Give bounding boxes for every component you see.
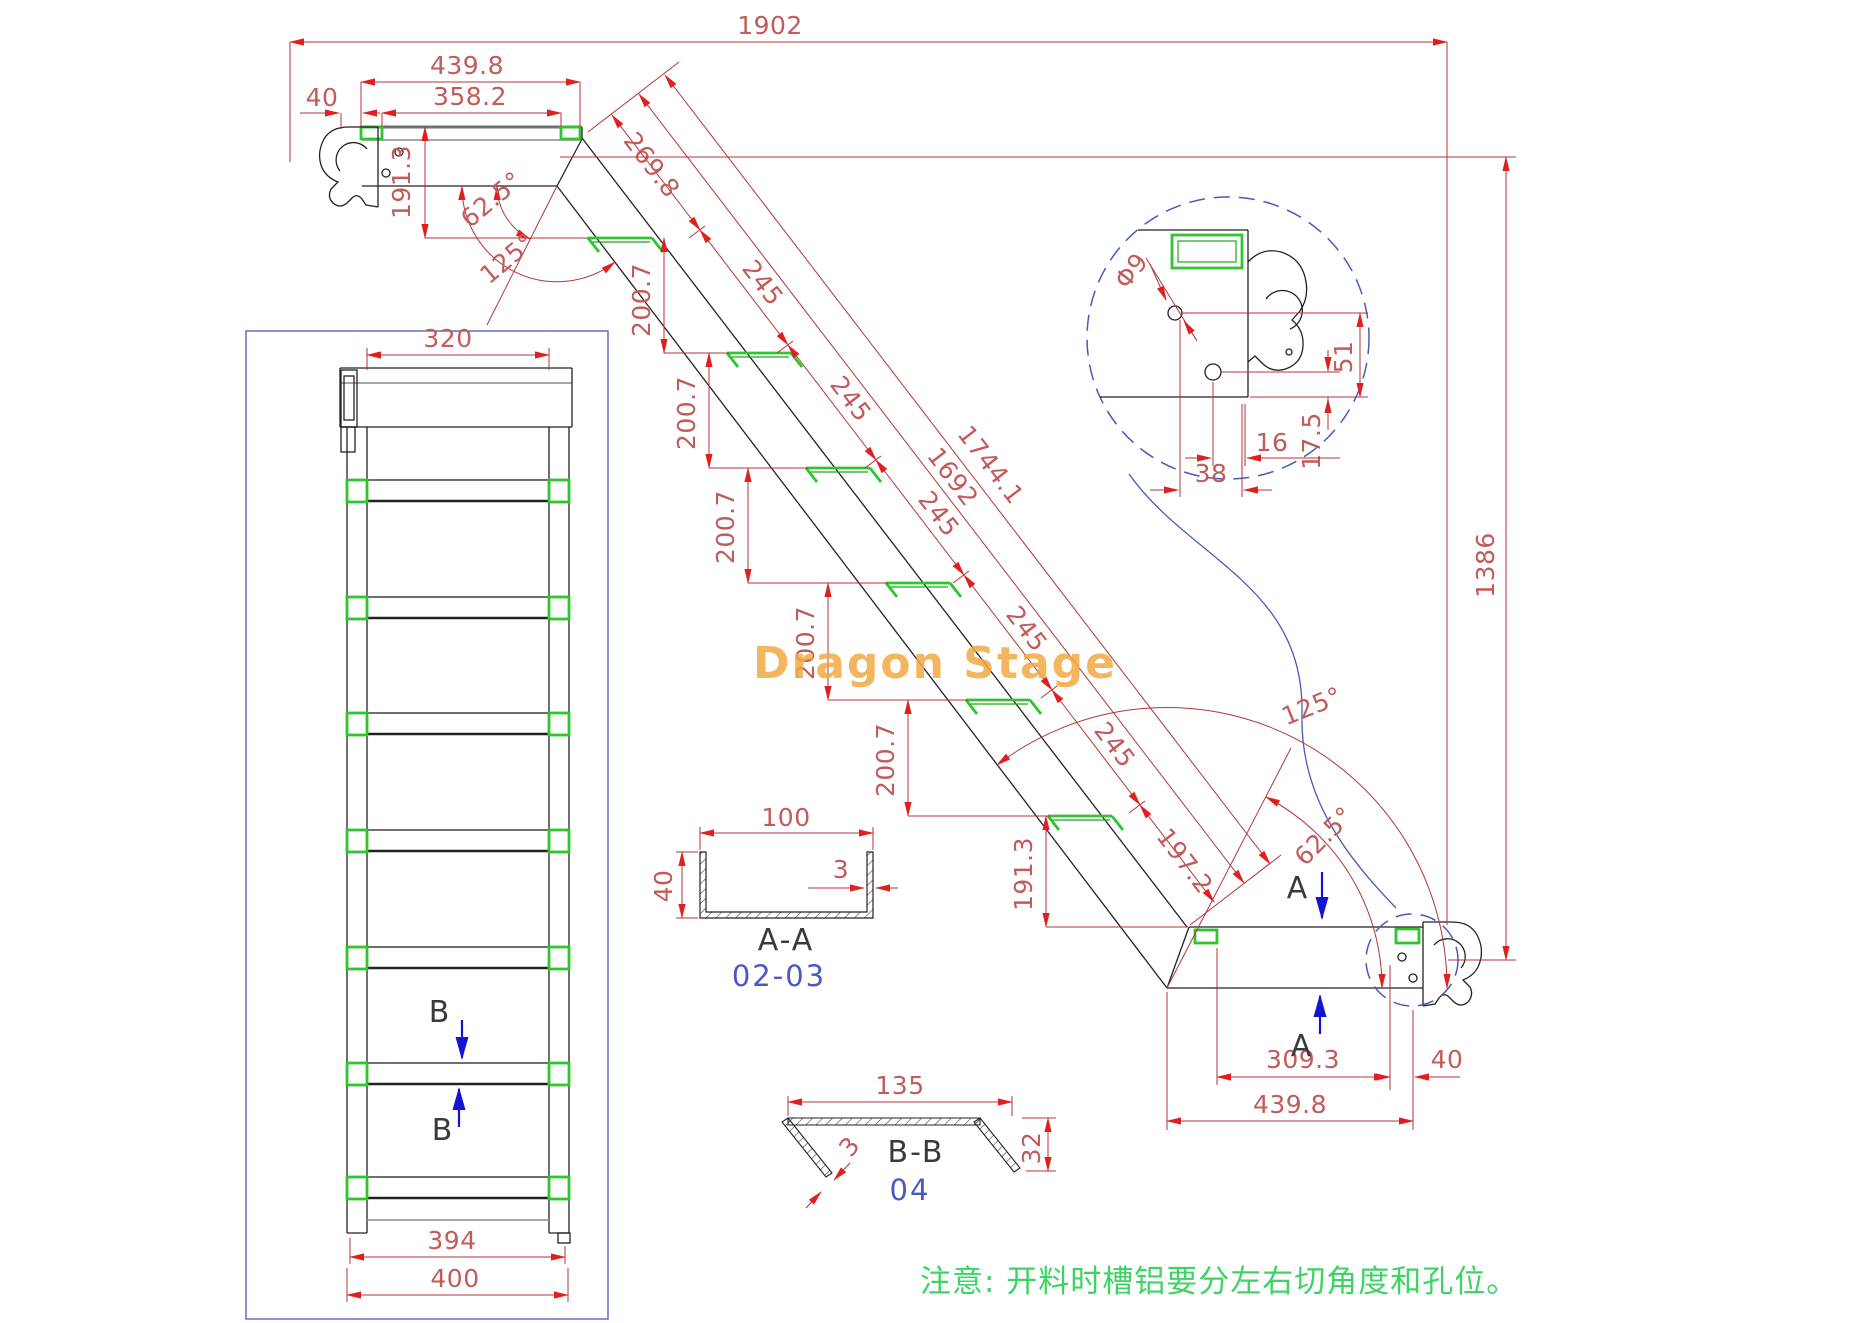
dim-tread-pitch: 245 xyxy=(736,254,789,311)
dim-bb-height: 32 xyxy=(1017,1132,1046,1165)
dim-hook-offset-top: 40 xyxy=(306,83,339,112)
tread-clip xyxy=(359,125,384,141)
dim-tread-pitch: 245 xyxy=(824,370,877,427)
dim-aa-width: 100 xyxy=(761,803,810,832)
dim-riser-top: 191.3 xyxy=(387,145,416,219)
dim-tread-pitch: 245 xyxy=(1088,716,1141,773)
dim-hook-offset-bottom: 40 xyxy=(1431,1045,1464,1074)
dim-riser-step: 200.7 xyxy=(711,490,740,564)
rung xyxy=(345,711,571,737)
rung xyxy=(345,945,571,971)
dim-detail-38: 38 xyxy=(1195,459,1228,488)
rung xyxy=(345,595,571,621)
tread-clip xyxy=(559,125,582,141)
cut-a-label: A xyxy=(1287,871,1310,906)
dim-front-inner: 320 xyxy=(423,324,472,353)
rung xyxy=(345,478,571,504)
cut-b-label: B xyxy=(429,995,452,1030)
dim-front-total: 400 xyxy=(430,1264,479,1293)
tread xyxy=(725,351,804,368)
truss-hook-right xyxy=(1397,921,1483,1007)
tread xyxy=(964,698,1043,715)
foot-tab xyxy=(557,1232,571,1244)
dim-tread-first: 269.8 xyxy=(618,127,686,203)
tread xyxy=(586,236,665,253)
dim-angle-major-top: 125° xyxy=(474,227,540,289)
dim-angle-minor-top: 62.5° xyxy=(455,166,528,234)
cut-a-label: A xyxy=(1291,1029,1314,1064)
bottom-platform-side-view xyxy=(1166,913,1483,1007)
dim-platform-top-inner: 358.2 xyxy=(433,82,507,111)
hook-front xyxy=(340,369,358,453)
dim-riser-step: 200.7 xyxy=(871,723,900,797)
clip-detail-outer xyxy=(1170,233,1244,270)
dim-aa-thick: 3 xyxy=(833,855,849,884)
dim-overall-height: 1386 xyxy=(1471,532,1500,598)
hook-claw-detail xyxy=(1247,250,1308,371)
section-bb: 135 32 3 B-B 04 xyxy=(781,1071,1056,1209)
dim-front-rail: 394 xyxy=(427,1226,476,1255)
dim-platform-bottom-inner: 309.3 xyxy=(1266,1045,1340,1074)
dim-detail-16: 16 xyxy=(1256,428,1289,457)
truss-hook-left xyxy=(318,126,404,208)
dim-detail-17-5: 17.5 xyxy=(1297,412,1326,470)
dim-aa-height: 40 xyxy=(649,870,678,903)
rung xyxy=(345,1175,571,1201)
tread-clip xyxy=(1394,927,1421,945)
hook-detail-view xyxy=(1086,196,1397,909)
section-aa-sheet: 02-03 xyxy=(732,959,826,993)
rung xyxy=(345,1061,571,1087)
clip-detail-inner xyxy=(1177,240,1237,263)
cut-arrows: A A B B xyxy=(429,871,1329,1148)
dim-angle-major-bottom: 125° xyxy=(1278,681,1347,731)
section-bb-sheet: 04 xyxy=(890,1173,931,1207)
dim-bb-width: 135 xyxy=(875,1071,924,1100)
dim-tread-last: 197.2 xyxy=(1151,823,1219,899)
dim-riser-step: 200.7 xyxy=(672,376,701,450)
dim-detail-51: 51 xyxy=(1329,341,1358,374)
rung xyxy=(345,828,571,854)
dim-riser-bottom: 191.3 xyxy=(1009,837,1038,911)
dim-overall-width: 1902 xyxy=(737,11,803,40)
dim-platform-bottom-len: 439.8 xyxy=(1253,1090,1327,1119)
section-bb-label: B-B xyxy=(888,1135,945,1170)
dim-platform-top-len: 439.8 xyxy=(430,51,504,80)
tread xyxy=(884,581,963,598)
ladder-front-view xyxy=(245,330,609,1320)
dim-hole-dia: Φ9 xyxy=(1109,247,1154,294)
tread-clip xyxy=(1193,928,1219,945)
top-platform-side-view xyxy=(318,125,583,208)
hole-pivot xyxy=(1204,363,1222,381)
note-text: 注意: 开料时槽铝要分左右切角度和孔位。 xyxy=(920,1264,1518,1300)
viewport-frame xyxy=(245,330,609,1320)
watermark: Dragon Stage xyxy=(753,638,1117,689)
dim-bb-thick: 3 xyxy=(833,1131,866,1162)
section-aa: 100 40 3 A-A 02-03 xyxy=(649,803,898,993)
cut-b-label: B xyxy=(432,1113,455,1148)
section-aa-label: A-A xyxy=(758,923,815,958)
dim-riser-step: 200.7 xyxy=(627,263,656,337)
